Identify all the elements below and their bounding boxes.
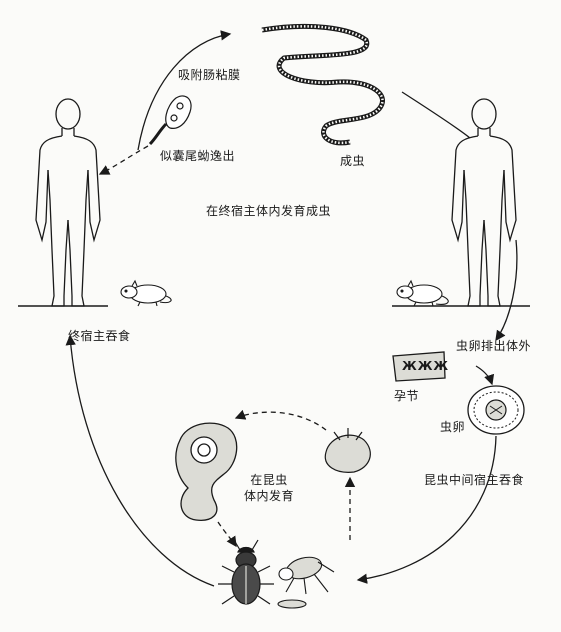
egg-illustration	[467, 385, 525, 435]
label-develop-in-insect-line2: 体内发育	[244, 489, 295, 503]
label-final-host-swallow: 终宿主吞食	[68, 329, 131, 343]
oncosphere-illustration	[324, 428, 371, 473]
rat-left	[120, 279, 172, 307]
larva-in-insect-illustration	[175, 422, 238, 521]
arrow-egg-to-insect	[356, 435, 497, 584]
arrow-to-adult	[137, 30, 232, 151]
arrow-larva-to-beetle	[217, 521, 237, 548]
label-egg: 虫卵	[440, 420, 466, 434]
label-cysticercoid-escape: 似囊尾蚴逸出	[160, 149, 236, 163]
arrow-cysticercoid-escape	[98, 145, 149, 175]
flea-illustration	[278, 556, 335, 595]
label-adult: 成虫	[340, 154, 366, 168]
left-human-figure	[35, 98, 101, 307]
cycle-arrows	[65, 30, 518, 587]
label-insect-swallow: 昆虫中间宿主吞食	[424, 473, 525, 487]
label-attach-intestine: 吸附肠粘膜	[178, 68, 241, 82]
adult-tapeworm	[261, 23, 385, 146]
arrow-from-adult	[401, 91, 471, 139]
right-human-figure	[451, 98, 517, 307]
label-develop-in-insect: 在昆虫 体内发育	[244, 472, 294, 504]
gravid-segment-illustration	[392, 351, 446, 382]
cysticercoid-illustration	[148, 95, 192, 146]
arrow-segment-to-egg	[475, 365, 495, 386]
beetle-illustration	[218, 539, 274, 605]
label-gravid-segment: 孕节	[394, 389, 420, 403]
segment-stamp: ЖЖЖ	[402, 359, 450, 373]
larva-illustration	[277, 599, 307, 609]
rat-right	[396, 279, 449, 307]
arrow-to-eggs	[495, 239, 518, 342]
label-develop-adult: 在终宿主体内发育成虫	[206, 204, 332, 218]
label-eggs-excreted: 虫卵排出体外	[456, 339, 532, 353]
arrow-oncosphere-to-larva	[234, 409, 327, 431]
arrow-insect-to-final-host	[65, 334, 215, 587]
label-develop-in-insect-line1: 在昆虫	[250, 473, 288, 487]
